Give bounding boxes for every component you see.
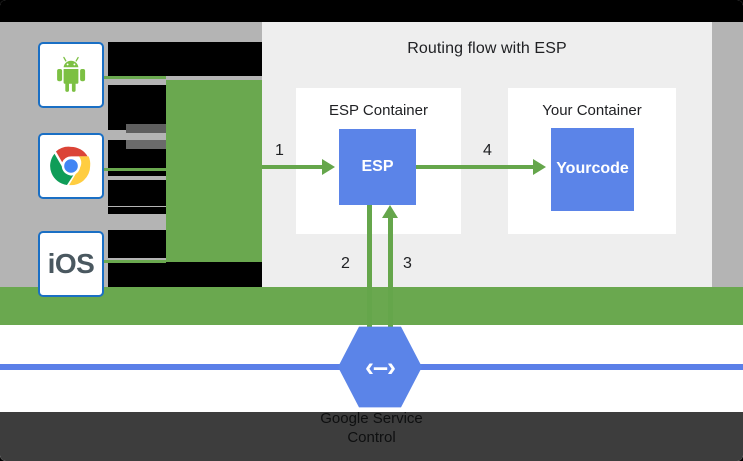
client-tile-ios[interactable]: iOS bbox=[38, 231, 104, 297]
esp-container-label: ESP Container bbox=[329, 102, 428, 119]
step-number-2: 2 bbox=[341, 255, 350, 272]
arrow-1-head bbox=[322, 159, 335, 175]
connector-android bbox=[104, 76, 166, 79]
client-tile-android[interactable] bbox=[38, 42, 104, 108]
redaction-block-1 bbox=[108, 42, 262, 76]
arrow-2-line bbox=[367, 205, 372, 330]
your-code-line2: code bbox=[591, 160, 629, 178]
gray-gap-2 bbox=[108, 214, 166, 230]
esp-box[interactable]: ESP bbox=[339, 129, 416, 205]
redaction-block-2 bbox=[108, 85, 166, 130]
arrow-1-line bbox=[262, 165, 324, 169]
redaction-block-4 bbox=[108, 180, 166, 206]
your-container-label: Your Container bbox=[542, 102, 642, 119]
android-icon bbox=[57, 56, 86, 92]
arrow-3-head bbox=[382, 205, 398, 218]
step-number-3: 3 bbox=[403, 255, 412, 272]
gray-gap-1 bbox=[108, 130, 166, 140]
client-tile-chrome[interactable] bbox=[38, 133, 104, 199]
chrome-icon bbox=[50, 146, 91, 186]
green-panel-upper bbox=[166, 80, 262, 207]
ios-label: iOS bbox=[47, 248, 95, 279]
step-number-1: 1 bbox=[275, 142, 284, 159]
code-brackets-icon: ‹–› bbox=[338, 326, 422, 408]
service-control-node[interactable]: ‹–› bbox=[338, 325, 422, 409]
bottom-dark-overlay bbox=[0, 412, 743, 461]
your-code-line1: Your bbox=[556, 160, 592, 178]
arrow-4-line bbox=[416, 165, 534, 169]
connector-ios bbox=[104, 260, 166, 263]
top-black-bar bbox=[0, 0, 743, 22]
obscured-text-smudge-2 bbox=[126, 140, 166, 149]
connector-chrome bbox=[104, 168, 166, 171]
redaction-block-6 bbox=[108, 231, 166, 258]
right-gray-margin bbox=[712, 22, 743, 287]
step-number-4: 4 bbox=[483, 142, 492, 159]
arrow-4-head bbox=[533, 159, 546, 175]
arrow-3-line bbox=[388, 217, 393, 330]
panel-title: Routing flow with ESP bbox=[407, 40, 567, 57]
obscured-text-smudge bbox=[126, 124, 166, 133]
